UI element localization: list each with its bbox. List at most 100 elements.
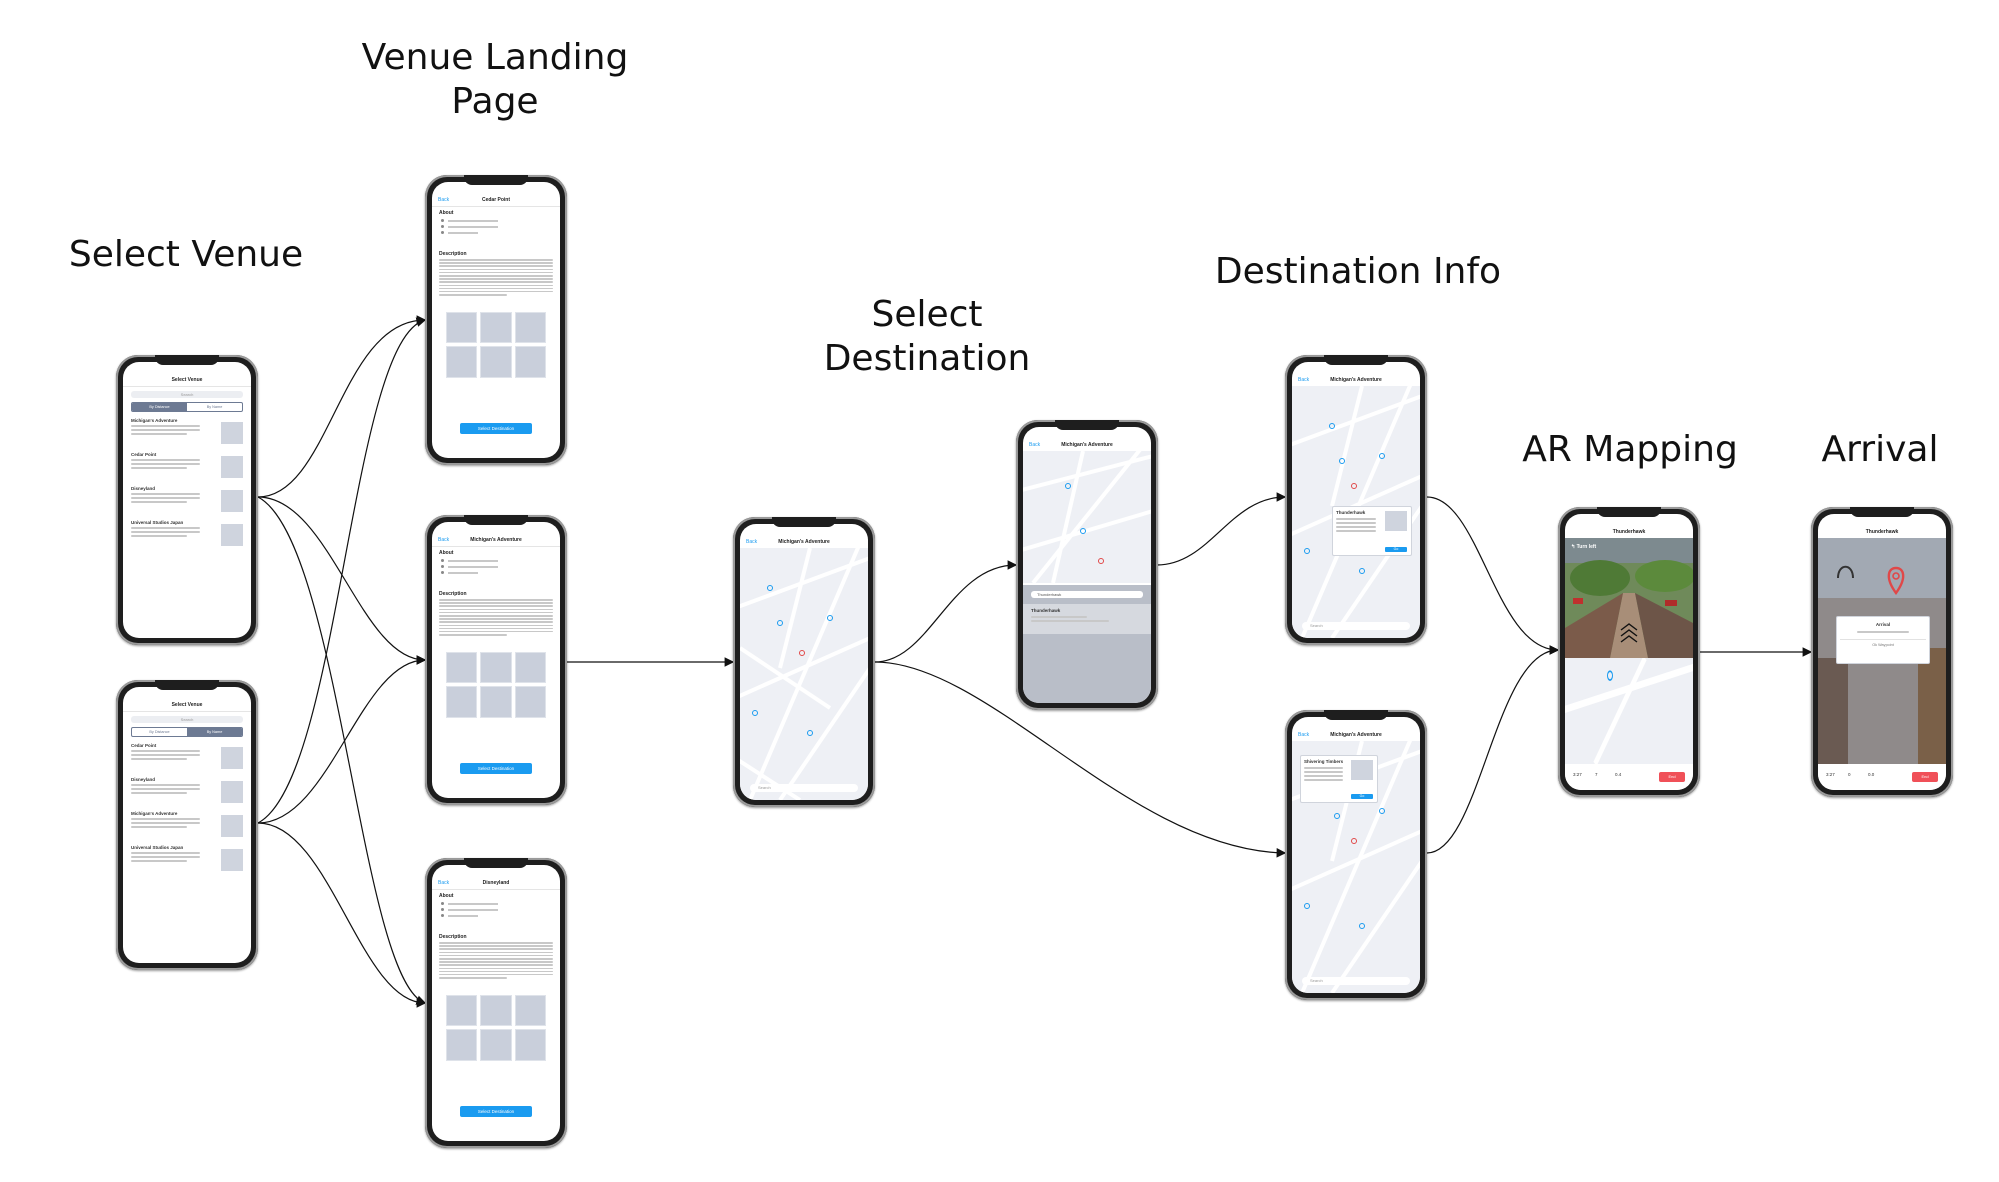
info-row-phone [441,230,551,235]
nav-bar: Select Venue [123,374,251,387]
back-button[interactable]: Back [1029,442,1041,448]
park-map[interactable] [1023,451,1151,583]
park-map[interactable]: Search [740,548,868,800]
map-pin [1359,568,1365,574]
description-text [439,259,553,296]
search-sheet: Thunderhawk Thunderhawk [1023,585,1151,703]
venue-list-item[interactable]: Disneyland [131,777,243,805]
map-pin [1339,458,1345,464]
trip-stats-bar: 3:27 7 0.4 End [1565,764,1693,790]
map-pin [1329,423,1335,429]
tab-by-distance[interactable]: By Distance [149,730,170,734]
venue-name: Disneyland [131,777,156,782]
phone-select-venue-by-name: Select Venue Search By Distance By Name … [116,680,258,970]
search-input[interactable]: Thunderhawk [1031,591,1143,598]
info-row-website [441,224,551,229]
tab-by-distance[interactable]: By Distance [132,403,187,411]
end-button[interactable]: End [1912,772,1938,782]
info-row-phone [441,570,551,575]
venue-list-item[interactable]: Cedar Point [131,743,243,771]
phone-screen: Thunderhawk ↰ Turn left [1565,514,1693,790]
venue-list-item[interactable]: Michigan's Adventure [131,811,243,839]
info-row-address [441,218,551,223]
about-heading: About [439,210,454,216]
venue-name: Cedar Point [131,743,157,748]
stat-time: 3:27 [1573,772,1582,777]
map-pin [807,730,813,736]
screen-title: Thunderhawk [1612,529,1646,535]
connector [1426,645,1560,854]
search-result[interactable]: Thunderhawk [1023,604,1151,634]
go-button[interactable]: Go [1385,547,1407,552]
card-thumbnail [1351,760,1373,780]
screen-title: Select Venue [171,702,203,708]
connector [1426,496,1560,655]
go-button[interactable]: Go [1351,794,1373,799]
venue-name: Universal Studios Japan [131,520,184,525]
stage-title-ar-mapping: AR Mapping [1522,429,1738,470]
map-pin [1304,903,1310,909]
about-heading: About [439,550,454,556]
sort-segmented-control: By Distance By Name [131,402,243,412]
tab-by-name[interactable]: By Name [206,405,223,409]
phone-notch [155,355,219,365]
venue-list-item[interactable]: Michigan's Adventure [131,418,243,446]
back-button[interactable]: Back [438,537,450,543]
info-row-address [441,901,551,906]
stat-steps: 7 [1595,772,1598,777]
park-map[interactable]: Thunderhawk Go Search [1292,386,1420,638]
venue-list-item[interactable]: Universal Studios Japan [131,845,243,873]
select-destination-button[interactable]: Select Destination [460,423,532,434]
photo-gallery [446,994,546,1061]
back-button[interactable]: Back [1298,732,1310,738]
phone-notch [464,858,528,868]
ok-waypoint-button[interactable]: Ok Waypoint [1840,639,1926,647]
venue-list-item[interactable]: Cedar Point [131,452,243,480]
screen-title: Michigan's Adventure [778,539,830,545]
search-input[interactable]: Search [750,784,858,792]
back-button[interactable]: Back [438,197,450,203]
search-input[interactable]: Search [131,391,243,398]
venue-name: Michigan's Adventure [131,811,178,816]
back-button[interactable]: Back [746,539,758,545]
search-input[interactable]: Search [1302,622,1410,630]
venue-list-item[interactable]: Disneyland [131,486,243,514]
screen-title: Select Venue [171,377,203,383]
back-button[interactable]: Back [1298,377,1310,383]
select-destination-button[interactable]: Select Destination [460,1106,532,1117]
phone-select-venue-by-distance: Select Venue Search By Distance By Name … [116,355,258,645]
connector [874,560,1018,663]
end-button[interactable]: End [1659,772,1685,782]
back-button[interactable]: Back [438,880,450,886]
connector [257,315,427,498]
connector [257,496,427,665]
info-row-website [441,564,551,569]
phone-screen: Select Venue Search By Distance By Name … [123,687,251,963]
map-pin [1351,483,1357,489]
screen-title: Disneyland [482,880,510,886]
description-heading: Description [439,251,467,257]
connector [257,655,427,824]
stage-title-line: Select [871,294,983,335]
phone-notch [1597,507,1661,517]
screen-title: Thunderhawk [1865,529,1899,535]
search-input[interactable]: Search [131,716,243,723]
park-map[interactable]: Shivering Timbers Go Search [1292,741,1420,993]
map-streets [1023,451,1151,583]
info-row-website [441,907,551,912]
select-destination-button[interactable]: Select Destination [460,763,532,774]
info-row-address [441,558,551,563]
venue-thumbnail [221,422,243,444]
search-input[interactable]: Search [1302,977,1410,985]
tab-by-name[interactable]: By Name [187,728,242,736]
venue-list-item[interactable]: Universal Studios Japan [131,520,243,548]
nav-bar: Back Disneyland [432,877,560,890]
